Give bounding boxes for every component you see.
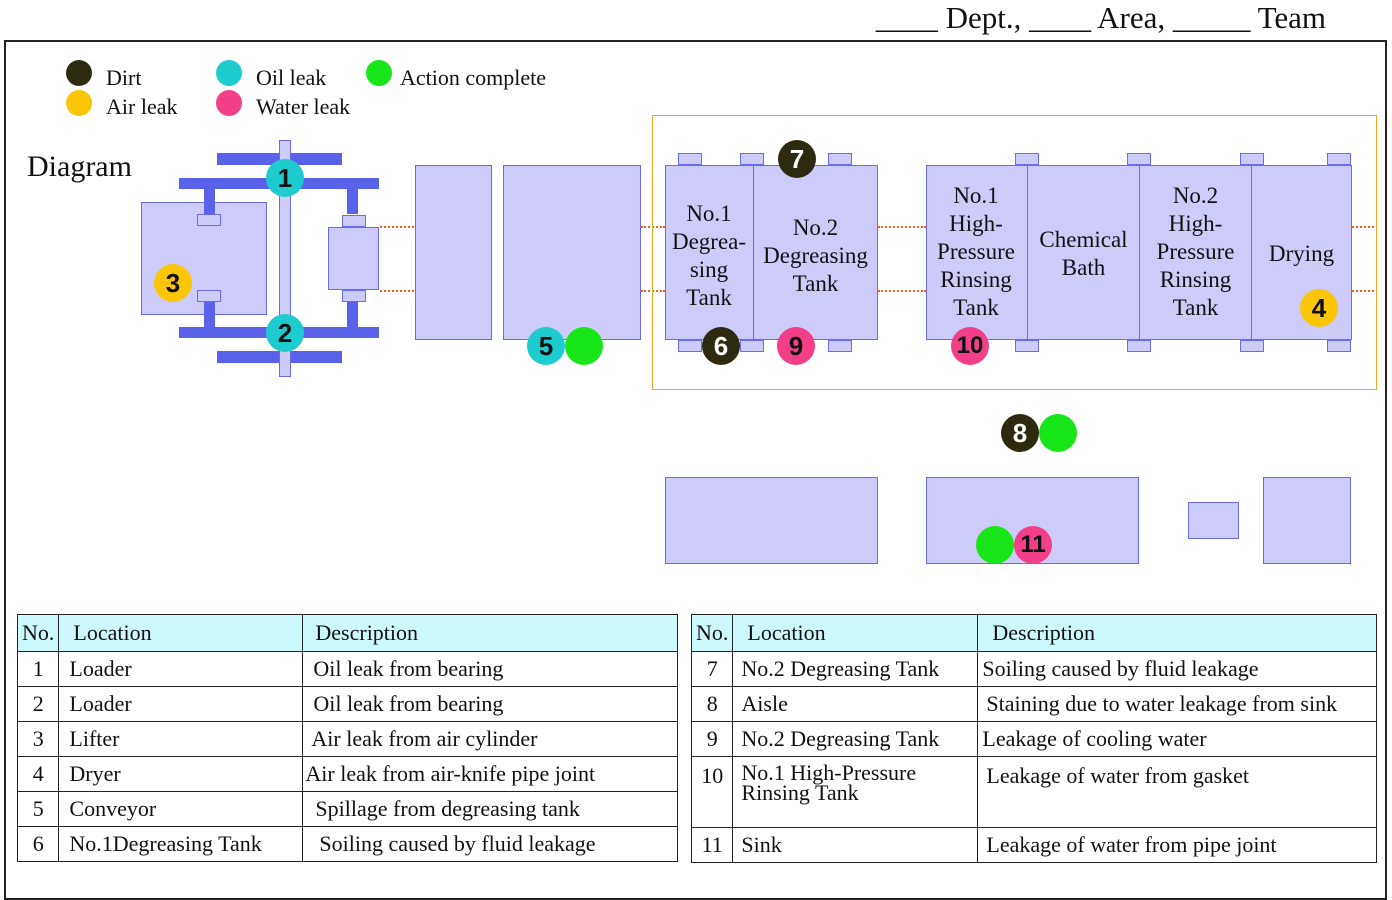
marker-5-oil-leak[interactable]: 5 — [527, 327, 565, 365]
no1-high-pressure-rinsing-tank — [926, 165, 1028, 340]
legend-label-air-leak: Air leak — [106, 94, 178, 119]
no1-degreasing-tank-label: No.1 Degrea- sing Tank — [671, 201, 747, 310]
connector-line — [380, 290, 414, 292]
tank-tab — [1240, 340, 1264, 352]
table-row: 7 No.2 Degreasing Tank Soiling caused by… — [690, 651, 1377, 687]
issues-table-left: No. Location Description 1 Loader Oil le… — [16, 614, 678, 862]
connector-line — [380, 226, 414, 228]
loader-post-right-bottom — [347, 302, 358, 327]
lower-block-right — [1263, 477, 1351, 564]
marker-7-dirt[interactable]: 7 — [778, 140, 816, 178]
marker-4-air-leak[interactable]: 4 — [1300, 289, 1338, 327]
no1-high-pressure-rinsing-tank-label: No.1 High- Pressure Rinsing Tank — [937, 183, 1015, 320]
lifter-tab-top — [197, 214, 221, 226]
chemical-bath-label: Chemical Bath — [1039, 227, 1128, 280]
tank-tab — [678, 340, 702, 352]
marker-6-dirt[interactable]: 6 — [702, 327, 740, 365]
tank-tab — [1327, 153, 1351, 165]
loader-post-left-bottom — [204, 302, 215, 327]
table-row: 3 Lifter Air leak from air cylinder — [16, 721, 678, 757]
tank-tab — [740, 153, 764, 165]
table-row: 10 No.1 High-Pressure Rinsing Tank Leaka… — [690, 756, 1377, 828]
legend-label-water-leak: Water leak — [256, 94, 351, 119]
no2-high-pressure-rinsing-tank-label: No.2 High- Pressure Rinsing Tank — [1156, 183, 1235, 320]
conveyor-block-1 — [415, 165, 492, 340]
tank-tab — [1127, 340, 1151, 352]
conveyor-block-2 — [503, 165, 641, 340]
air-cylinder-tab-top — [342, 215, 366, 227]
air-cylinder — [328, 227, 379, 290]
tank-tab — [828, 340, 852, 352]
chemical-bath — [1027, 165, 1140, 340]
action-complete-dot-11 — [976, 526, 1014, 564]
drying-tank-label: Drying — [1268, 241, 1335, 266]
no2-degreasing-tank — [753, 165, 878, 340]
issues-table-right: No. Location Description 7 No.2 Degreasi… — [690, 614, 1377, 863]
table-header-row: No. Location Description — [690, 614, 1377, 652]
tank-tab — [1015, 340, 1039, 352]
legend-label-oil-leak: Oil leak — [256, 65, 327, 90]
connector-line — [1352, 290, 1374, 292]
small-block — [1188, 502, 1239, 539]
connector-line — [878, 226, 926, 228]
tank-tab — [828, 153, 852, 165]
tank-tab — [1240, 153, 1264, 165]
marker-1-oil-leak[interactable]: 1 — [266, 159, 304, 197]
table-row: 4 Dryer Air leak from air-knife pipe joi… — [16, 756, 678, 792]
connector-line — [641, 226, 665, 228]
tank-line-frame — [652, 115, 1377, 390]
water-leak-legend-dot — [216, 90, 242, 116]
marker-3-air-leak[interactable]: 3 — [154, 264, 192, 302]
tank-tab — [1327, 340, 1351, 352]
action-complete-dot-5 — [565, 327, 603, 365]
no2-high-pressure-rinsing-tank — [1139, 165, 1252, 340]
table-row: 6 No.1Degreasing Tank Soiling caused by … — [16, 826, 678, 862]
col-header-location: Location — [732, 614, 979, 652]
action-complete-legend-dot — [366, 60, 392, 86]
legend-label-action-complete: Action complete — [400, 65, 547, 90]
marker-9-water-leak[interactable]: 9 — [777, 327, 815, 365]
loader-post-right-top — [347, 189, 358, 214]
col-header-no: No. — [16, 614, 60, 652]
no2-degreasing-tank-label: No.2 Degreasing Tank — [763, 215, 868, 296]
table-row: 5 Conveyor Spillage from degreasing tank — [16, 791, 678, 827]
tank-tab — [1127, 153, 1151, 165]
legend-label-dirt: Dirt — [106, 65, 142, 90]
air-cylinder-tab-bottom — [342, 290, 366, 302]
lower-block-left — [665, 477, 878, 564]
connector-line — [641, 290, 665, 292]
tank-tab — [1015, 153, 1039, 165]
header-dept-area-team: ____ Dept., ____ Area, _____ Team — [875, 0, 1326, 35]
col-header-description: Description — [977, 614, 1377, 652]
dirt-legend-dot — [66, 60, 92, 86]
tank-tab — [678, 153, 702, 165]
marker-2-oil-leak[interactable]: 2 — [266, 314, 304, 352]
col-header-location: Location — [58, 614, 304, 652]
col-header-no: No. — [690, 614, 734, 652]
diagram-title: Diagram — [27, 150, 132, 183]
no1-degreasing-tank — [665, 165, 754, 340]
table-row: 9 No.2 Degreasing Tank Leakage of coolin… — [690, 721, 1377, 757]
lifter-tab-bottom — [197, 290, 221, 302]
oil-leak-legend-dot — [216, 60, 242, 86]
marker-11-water-leak[interactable]: 11 — [1014, 526, 1052, 564]
connector-line — [1352, 226, 1374, 228]
table-row: 2 Loader Oil leak from bearing — [16, 686, 678, 722]
marker-10-water-leak[interactable]: 10 — [951, 327, 989, 365]
action-complete-dot-8 — [1039, 414, 1077, 452]
marker-8-dirt[interactable]: 8 — [1001, 414, 1039, 452]
loader-post-left-top — [204, 189, 215, 214]
table-row: 8 Aisle Staining due to water leakage fr… — [690, 686, 1377, 722]
tank-tab — [740, 340, 764, 352]
table-row: 11 Sink Leakage of water from pipe joint — [690, 827, 1377, 863]
table-header-row: No. Location Description — [16, 614, 678, 652]
connector-line — [878, 290, 926, 292]
table-row: 1 Loader Oil leak from bearing — [16, 651, 678, 687]
col-header-description: Description — [302, 614, 678, 652]
air-leak-legend-dot — [66, 90, 92, 116]
